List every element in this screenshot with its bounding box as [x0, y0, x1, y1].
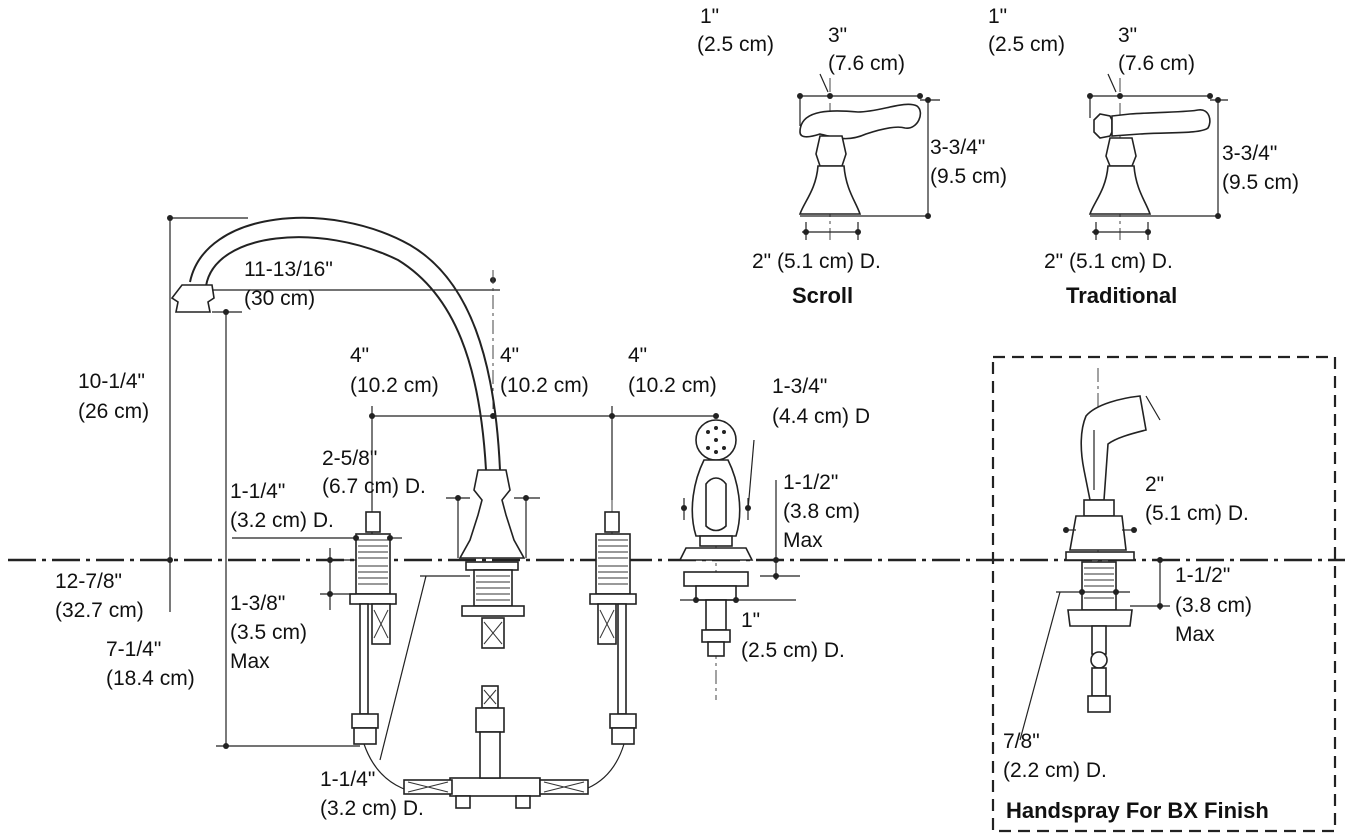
trad-3in-metric: (7.6 cm)	[1118, 52, 1195, 75]
spray-shank-label: 1"	[741, 609, 760, 632]
left-dimension-lines	[212, 309, 360, 749]
spout-base-label: 2-5/8"	[322, 447, 377, 470]
spray-shank-metric: (2.5 cm) D.	[741, 639, 845, 662]
spout-height-label: 10-1/4"	[78, 370, 145, 393]
bx-max-note: Max	[1175, 623, 1215, 646]
bx-max-label: 1-1/2"	[1175, 564, 1230, 587]
spout-height-metric: (26 cm)	[78, 400, 149, 423]
trad-diameter-label: 2" (5.1 cm) D.	[1044, 250, 1173, 273]
bx-shank-metric: (2.2 cm) D.	[1003, 759, 1107, 782]
deck-max-note: Max	[230, 650, 270, 673]
spray-max-metric: (3.8 cm)	[783, 500, 860, 523]
spacing2-metric: (10.2 cm)	[500, 374, 589, 397]
scroll-handle-drawing	[797, 73, 940, 240]
scroll-height-metric: (9.5 cm)	[930, 165, 1007, 188]
spacing1-metric: (10.2 cm)	[350, 374, 439, 397]
scroll-3in-metric: (7.6 cm)	[828, 52, 905, 75]
bx-shank-label: 7/8"	[1003, 730, 1040, 753]
spray-diameter-metric: (4.4 cm) D	[772, 405, 870, 428]
bx-title: Handspray For BX Finish	[1006, 798, 1269, 823]
below-deck-metric: (18.4 cm)	[106, 667, 195, 690]
spacing2-label: 4"	[500, 344, 519, 367]
spout-drawing	[167, 215, 540, 649]
scroll-title: Scroll	[792, 283, 853, 308]
overall-height-metric: (32.7 cm)	[55, 599, 144, 622]
bx-diameter-label: 2"	[1145, 473, 1164, 496]
overall-height-label: 12-7/8"	[55, 570, 122, 593]
spacing3-metric: (10.2 cm)	[628, 374, 717, 397]
scroll-3in-label: 3"	[828, 24, 847, 47]
valve-diameter-label: 1-1/4"	[230, 480, 285, 503]
spacing1-label: 4"	[350, 344, 369, 367]
deck-max-metric: (3.5 cm)	[230, 621, 307, 644]
spray-max-label: 1-1/2"	[783, 471, 838, 494]
bottom-diameter-label: 1-1/4"	[320, 768, 375, 791]
scroll-1in-label: 1"	[700, 5, 719, 28]
side-spray-drawing	[678, 419, 800, 700]
trad-height-label: 3-3/4"	[1222, 142, 1277, 165]
trad-height-metric: (9.5 cm)	[1222, 171, 1299, 194]
reach-metric: (30 cm)	[244, 287, 315, 310]
right-valve-drawing	[589, 500, 637, 745]
below-deck-label: 7-1/4"	[106, 638, 161, 661]
valve-diameter-metric: (3.2 cm) D.	[230, 509, 334, 532]
bottom-diameter-metric: (3.2 cm) D.	[320, 797, 424, 820]
scroll-diameter-label: 2" (5.1 cm) D.	[752, 250, 881, 273]
spray-diameter-label: 1-3/4"	[772, 375, 827, 398]
traditional-handle-drawing	[1087, 73, 1228, 240]
bx-diameter-metric: (5.1 cm) D.	[1145, 502, 1249, 525]
trad-1in-metric: (2.5 cm)	[988, 33, 1065, 56]
bx-handspray-frame	[991, 355, 1337, 833]
supply-tee-drawing	[363, 575, 625, 809]
deck-max-label: 1-3/8"	[230, 592, 285, 615]
left-valve-drawing	[232, 510, 402, 745]
trad-1in-label: 1"	[988, 5, 1007, 28]
spout-base-metric: (6.7 cm) D.	[322, 475, 426, 498]
reach-label: 11-13/16"	[244, 258, 333, 281]
spray-max-note: Max	[783, 529, 823, 552]
scroll-height-label: 3-3/4"	[930, 136, 985, 159]
bx-max-metric: (3.8 cm)	[1175, 594, 1252, 617]
trad-3in-label: 3"	[1118, 24, 1137, 47]
spacing3-label: 4"	[628, 344, 647, 367]
trad-title: Traditional	[1066, 283, 1177, 308]
scroll-1in-metric: (2.5 cm)	[697, 33, 774, 56]
bx-handspray-drawing	[1019, 368, 1170, 741]
